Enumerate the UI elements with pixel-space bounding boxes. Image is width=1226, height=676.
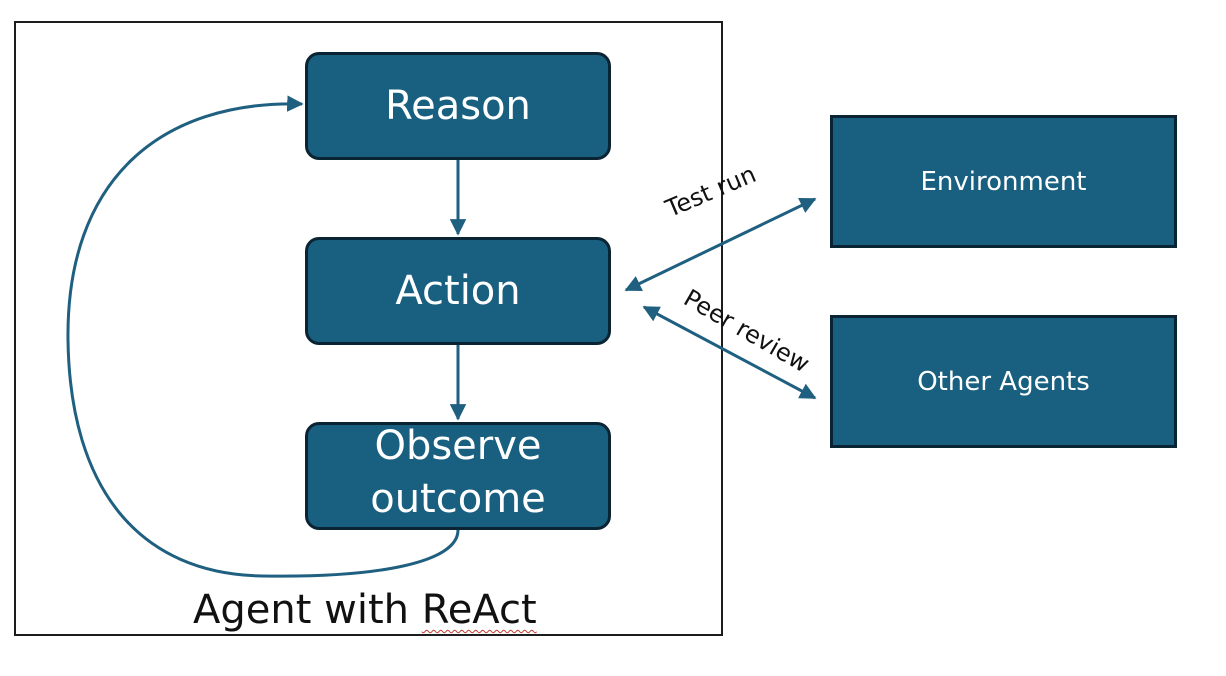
environment-node: Environment <box>830 115 1177 248</box>
other-agents-node: Other Agents <box>830 315 1177 448</box>
action-node: Action <box>305 237 611 345</box>
reason-node: Reason <box>305 52 611 160</box>
agent-frame-title-react: ReAct <box>421 587 537 633</box>
observe-outcome-node: Observe outcome <box>305 422 611 530</box>
environment-node-label: Environment <box>920 166 1087 197</box>
agent-frame-title-prefix: Agent with <box>193 587 422 633</box>
observe-outcome-node-label: Observe outcome <box>370 423 546 522</box>
agent-frame-title: Agent with ReAct <box>193 590 537 630</box>
reason-node-label: Reason <box>385 82 531 129</box>
other-agents-node-label: Other Agents <box>917 366 1090 397</box>
action-node-label: Action <box>395 267 521 314</box>
